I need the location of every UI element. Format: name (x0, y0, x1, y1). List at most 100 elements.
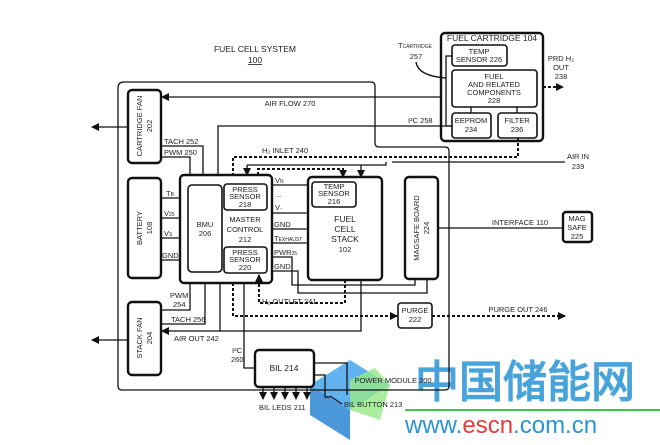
bil-label: BIL 214 (270, 363, 299, 373)
tach-252-label: TACH 252 (164, 137, 198, 146)
vn-label: VN (275, 176, 284, 185)
prd-out-label: 238 (555, 72, 568, 81)
master-control-label: MASTER (229, 215, 261, 224)
air-out-label: AIR OUT 242 (174, 334, 219, 343)
bmu-box (187, 184, 223, 273)
eeprom-label: 234 (465, 125, 478, 134)
i2c-260-label: I²C (232, 346, 243, 355)
tb-label: TB (166, 189, 175, 198)
press-sensor-218-label: PRESS (232, 185, 257, 194)
stack-fan-box (126, 300, 163, 377)
master-control-label: CONTROL (227, 225, 264, 234)
fuel-cell-stack-label: FUEL (334, 214, 356, 224)
fuel-cartridge-label: FUEL CARTRIDGE 104 (447, 33, 537, 43)
stack-fan-number: 204 (145, 332, 154, 345)
watermark-url: www.escn.com.cn (404, 412, 597, 439)
fuel-components-label: 228 (488, 96, 501, 105)
battery-label: BATTERY (135, 211, 144, 245)
fuel-components-label: COMPONENTS (467, 88, 521, 97)
press-sensor-220-label: SENSOR (229, 255, 261, 264)
fuel-components-box (451, 69, 538, 108)
stack-temp-sensor-label: SENSOR (318, 189, 350, 198)
i2c-258-label: I²C 258 (408, 116, 433, 125)
press-sensor-220-label: 220 (239, 263, 252, 272)
power-module-outline (117, 81, 450, 391)
fuel-cell-stack-label: STACK (331, 234, 359, 244)
purge-in-line (232, 283, 398, 320)
interface-label: INTERFACE 110 (492, 218, 548, 227)
pwm-254-label: 254 (173, 300, 186, 309)
master-control-label: 212 (239, 235, 252, 244)
bil-leds-label: BIL LEDS 211 (259, 403, 306, 412)
pwm-250-label: PWM 250 (164, 148, 197, 157)
purge-label: PURGE (402, 306, 429, 315)
stack-fan-label: STACK FAN (135, 317, 144, 358)
air-in-label: AIR IN (567, 152, 589, 161)
watermark-cn: 中国储能网 (415, 357, 635, 408)
prd-out-label: PRD H₂ (548, 54, 574, 63)
pwm-254-label: PWM (170, 291, 188, 300)
t-cartridge-number: 257 (410, 52, 423, 61)
vs-label: VS (164, 229, 173, 238)
tach-256-label: TACH 256 (171, 315, 205, 324)
bmu-label: BMU (197, 220, 214, 229)
eeprom-label: EEPROM (455, 116, 488, 125)
stack-temp-sensor-label: 216 (328, 197, 341, 206)
air-out-arrow (161, 280, 362, 335)
i2c-260-label: 260 (231, 355, 244, 364)
stack-temp-sensor-label: TEMP (324, 182, 345, 191)
t-cartridge-label: TCARTRIDGE (398, 41, 433, 50)
press-sensor-218-label: 218 (239, 200, 252, 209)
cartridge-fan-number: 202 (145, 120, 154, 133)
h2-inlet-label: H₂ INLET 240 (262, 146, 308, 155)
purge-number: 222 (409, 315, 422, 324)
magsafe-board-label: MAGSAFE BOARD (412, 195, 421, 261)
vminus-label: V- (275, 203, 282, 212)
h2-outlet-label: H₂ OUTLET 241 (262, 297, 316, 306)
diagram-number: 100 (248, 55, 262, 65)
texhaust-label: TEXHAUST (274, 234, 302, 243)
pwr25-label: PWR25 (274, 248, 297, 257)
v25-label: V25 (164, 209, 175, 218)
fuel-components-label: AND RELATED (468, 80, 521, 89)
magsafe-connector-box (561, 210, 594, 244)
fuel-cell-stack-label: CELL (334, 224, 356, 234)
i2c-258-line (217, 125, 452, 175)
magsafe-board-number: 224 (422, 222, 431, 235)
filter-label: FILTER (504, 116, 530, 125)
purge-out-label: PURGE OUT 246 (488, 305, 547, 314)
battery-gnd-label: GND (162, 251, 179, 260)
battery-box (126, 176, 163, 280)
bmu-number: 206 (199, 229, 212, 238)
filter-label: 236 (511, 125, 524, 134)
cartridge-fan-label: CARTRIDGE FAN (135, 96, 144, 157)
battery-number: 108 (145, 222, 154, 235)
fuel-cell-stack-number: 102 (339, 245, 352, 254)
bil-led-arrows (259, 387, 311, 400)
cartridge-temp-sensor-label: SENSOR 226 (456, 55, 502, 64)
fuel-components-label: FUEL (484, 72, 503, 81)
magsafe-label: MAG (568, 214, 585, 223)
press-sensor-218-label: SENSOR (229, 192, 261, 201)
air-flow-label: AIR FLOW 270 (265, 99, 316, 108)
press-sensor-220-label: PRESS (232, 248, 257, 257)
prd-out-label: OUT (553, 63, 569, 72)
magsafe-label: SAFE (567, 223, 587, 232)
bil-button-label: BIL BUTTON 213 (344, 400, 402, 409)
cartridge-temp-sensor-label: TEMP (469, 47, 490, 56)
cartridge-temp-sensor (451, 44, 508, 67)
dots-label: ... (275, 190, 281, 199)
power-module-label: POWER MODULE 200 (354, 376, 431, 385)
press-sensor-220-box (223, 246, 268, 274)
air-in-label: 239 (572, 162, 585, 171)
stack-temp-sensor-box (311, 181, 357, 208)
magsafe-label: 225 (571, 232, 584, 241)
diagram-title: FUEL CELL SYSTEM (214, 44, 296, 54)
press-sensor-218-box (223, 183, 268, 211)
bil-button-switch-icon (329, 395, 343, 405)
h2-inlet-line (229, 138, 519, 183)
gnd-label: GND (274, 220, 291, 229)
gnd-label: GND (274, 262, 291, 271)
